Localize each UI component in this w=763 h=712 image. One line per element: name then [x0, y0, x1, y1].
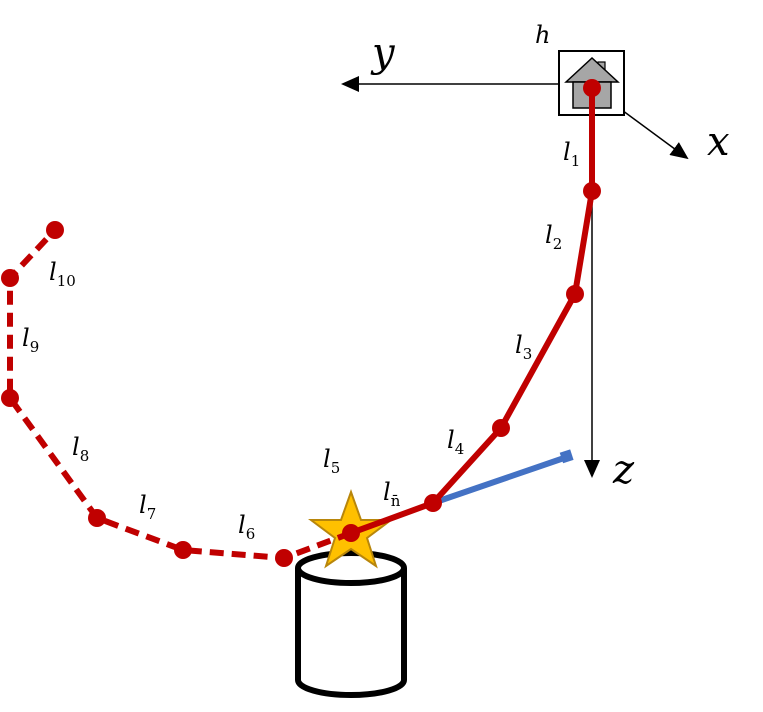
y-axis-label: y [370, 30, 396, 76]
home-label: h [535, 21, 550, 49]
target-cylinder [295, 550, 407, 698]
joint [1, 389, 19, 407]
link-label-2: l2 [545, 221, 562, 253]
joint [424, 494, 442, 512]
joint [1, 269, 19, 287]
joint [583, 182, 601, 200]
link-label-7: l7 [139, 491, 156, 523]
x-axis-label: x [707, 119, 730, 165]
joint [46, 221, 64, 239]
link-label-3: l3 [515, 331, 532, 363]
joint [566, 285, 584, 303]
joint [583, 79, 601, 97]
target-link [432, 454, 568, 506]
joint [492, 419, 510, 437]
joints [1, 79, 601, 567]
joint [88, 509, 106, 527]
link-label-9: l9 [22, 324, 39, 356]
joint [174, 541, 192, 559]
solid-links [349, 88, 595, 536]
target-link-end [559, 449, 574, 464]
link-label-5: l5 [323, 445, 340, 477]
joint [275, 549, 293, 567]
z-axis-label: z [612, 447, 635, 493]
link-label-8: l8 [72, 433, 89, 465]
link-label-4: l4 [447, 426, 464, 458]
link-label-10: l10 [49, 258, 76, 290]
link-label-target: ln̄ [383, 478, 401, 510]
link-label-1: l1 [563, 138, 580, 170]
joint [342, 524, 360, 542]
link-label-6: l6 [238, 511, 255, 543]
